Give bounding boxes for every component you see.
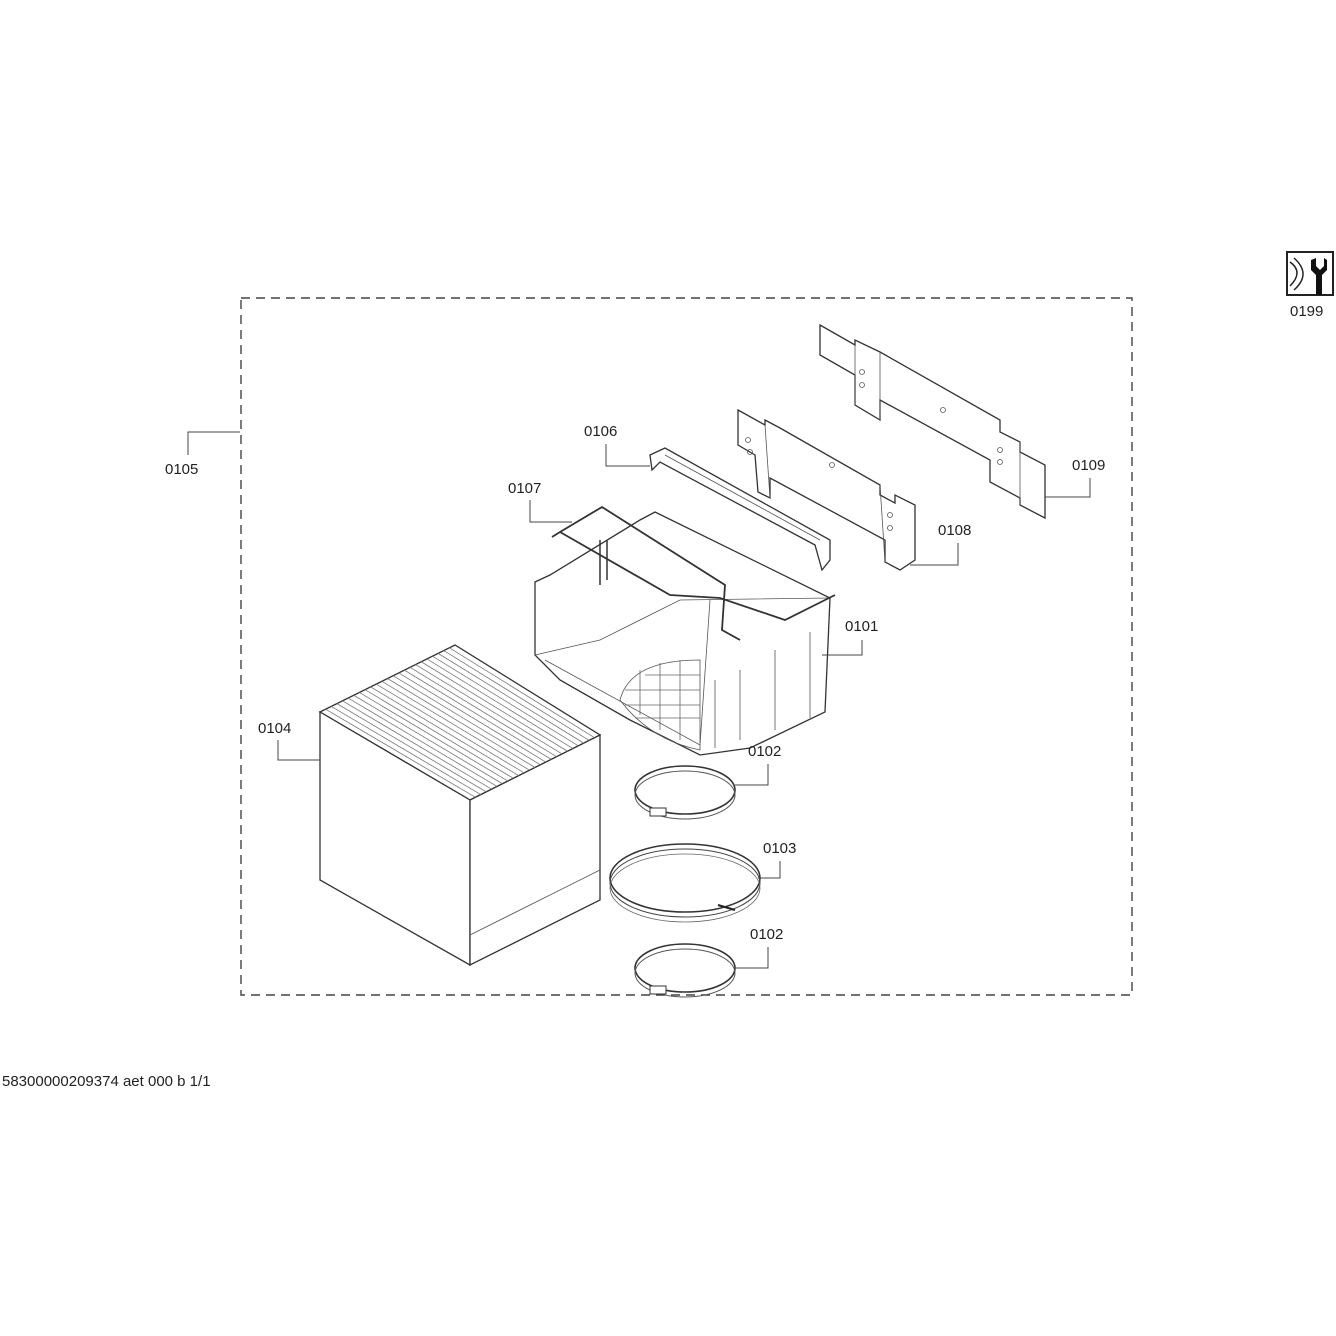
kit-boundary-dashed-box	[240, 297, 1133, 996]
part-0106-rail[interactable]	[649, 447, 831, 572]
part-label-0103[interactable]: 0103	[763, 840, 796, 857]
filter-pleat-line	[387, 678, 536, 768]
filter-pleat-line	[342, 700, 492, 790]
part-label-0106[interactable]: 0106	[584, 423, 617, 440]
part-label-0199[interactable]: 0199	[1290, 303, 1323, 320]
filter-pleat-line	[421, 661, 568, 752]
part-label-0102-upper[interactable]: 0102	[748, 743, 781, 760]
part-label-0104[interactable]: 0104	[258, 720, 291, 737]
part-0102-hose-clamp-lower[interactable]	[634, 943, 736, 998]
part-0102-hose-clamp-upper[interactable]	[634, 765, 736, 820]
filter-pleat-line	[325, 708, 476, 798]
filter-pleat-line	[432, 655, 579, 747]
part-label-0105[interactable]: 0105	[165, 461, 198, 478]
part-label-0107[interactable]: 0107	[508, 480, 541, 497]
filter-pleat-line	[376, 683, 525, 774]
part-0109-mounting-bracket[interactable]	[819, 323, 1046, 520]
filter-pleat-line	[437, 653, 584, 744]
filter-pleat-line	[364, 689, 514, 779]
filter-pleat-line	[426, 658, 574, 749]
filter-pleat-line	[409, 666, 557, 758]
filter-pleat-line	[331, 706, 482, 795]
filter-pleat-line	[449, 647, 595, 739]
filter-pleat-line	[398, 672, 547, 763]
part-label-0108[interactable]: 0108	[938, 522, 971, 539]
part-label-0102-lower[interactable]: 0102	[750, 926, 783, 943]
filter-pleat-line	[359, 692, 509, 782]
filter-pleat-line	[415, 664, 563, 755]
filter-pleat-line	[443, 650, 590, 741]
filter-pleat-line	[381, 680, 530, 771]
drawing-reference-footer: 58300000209374 aet 000 b 1/1	[2, 1073, 211, 1090]
leader-lines	[187, 431, 1091, 969]
part-label-0101[interactable]: 0101	[845, 618, 878, 635]
filter-pleat-line	[336, 703, 487, 793]
filter-pleat-line	[392, 675, 541, 766]
part-0107-wire-frame[interactable]	[551, 505, 836, 641]
part-0108-mounting-bracket[interactable]	[737, 408, 916, 571]
filter-pleat-line	[353, 694, 503, 785]
part-0104-filter-cassette[interactable]	[318, 644, 602, 967]
service-wrench-icon[interactable]	[1286, 251, 1334, 296]
part-0101-blower-housing[interactable]	[534, 511, 831, 756]
filter-pleat-line	[404, 669, 552, 760]
filter-pleat-line	[370, 686, 519, 776]
filter-pleat-line	[347, 697, 498, 787]
part-0103-seal-ring[interactable]	[609, 843, 761, 923]
part-label-0109[interactable]: 0109	[1072, 457, 1105, 474]
